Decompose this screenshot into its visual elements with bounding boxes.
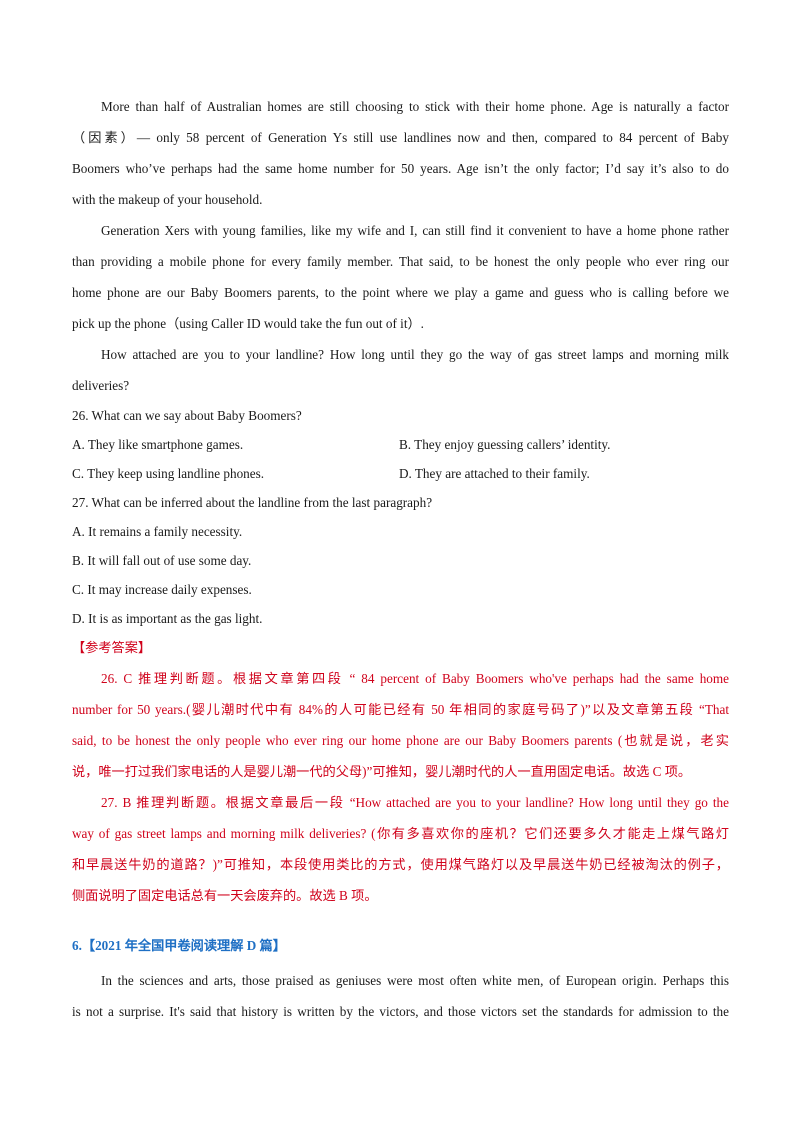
passage-paragraph-3: How attached are you to your landline? H…: [72, 339, 729, 401]
answer-line: number for 50 years.(婴儿潮时代中有 84%的人可能已经有 …: [72, 702, 729, 717]
option-row: C. They keep using landline phones. D. T…: [72, 459, 729, 488]
answer-line: 和早晨送牛奶的道路？)”可推知，本段使用类比的方式，使用煤气路灯以及早晨送牛奶已…: [72, 857, 729, 872]
answer-line: 26. C 推理判断题。根据文章第四段 “ 84 percent of Baby…: [101, 671, 729, 686]
document-page: More than half of Australian homes are s…: [72, 91, 729, 1027]
option-c: C. They keep using landline phones.: [72, 466, 265, 481]
text-line: Boomers who’ve perhaps had the same home…: [72, 161, 729, 176]
option-b: B. It will fall out of use some day.: [72, 553, 252, 568]
text-line: pick up the phone（using Caller ID would …: [72, 316, 424, 331]
text-line: is not a surprise. It's said that histor…: [72, 1004, 729, 1019]
question-stem: 26. What can we say about Baby Boomers?: [72, 408, 302, 423]
option-a: A. It remains a family necessity.: [72, 524, 243, 539]
option-row: A. They like smartphone games. B. They e…: [72, 430, 729, 459]
answer-line: 侧面说明了固定电话总有一天会废弃的。故选 B 项。: [72, 888, 378, 903]
text-line: （因素）— only 58 percent of Generation Ys s…: [72, 130, 729, 145]
text-line: How attached are you to your landline? H…: [101, 347, 729, 362]
option-c: C. It may increase daily expenses.: [72, 582, 252, 597]
text-line: with the makeup of your household.: [72, 192, 263, 207]
text-line: deliveries?: [72, 378, 130, 393]
answer-line: said, to be honest the only people who e…: [72, 733, 729, 748]
answer-line: way of gas street lamps and morning milk…: [72, 826, 729, 841]
answer-26: 26. C 推理判断题。根据文章第四段 “ 84 percent of Baby…: [72, 663, 729, 787]
passage2-paragraph-1: In the sciences and arts, those praised …: [72, 965, 729, 1027]
answer-line: 27. B 推理判断题。根据文章最后一段 “How attached are y…: [101, 795, 729, 810]
question-stem: 27. What can be inferred about the landl…: [72, 495, 433, 510]
text-line: Generation Xers with young families, lik…: [101, 223, 729, 238]
question-26: 26. What can we say about Baby Boomers? …: [72, 401, 729, 488]
answer-27: 27. B 推理判断题。根据文章最后一段 “How attached are y…: [72, 787, 729, 911]
passage-paragraph-1: More than half of Australian homes are s…: [72, 91, 729, 215]
text-line: than providing a mobile phone for every …: [72, 254, 729, 269]
option-a: A. They like smartphone games.: [72, 437, 244, 452]
answer-heading: 【参考答案】: [72, 640, 152, 655]
text-line: In the sciences and arts, those praised …: [101, 973, 729, 988]
option-d: D. It is as important as the gas light.: [72, 611, 263, 626]
passage-paragraph-2: Generation Xers with young families, lik…: [72, 215, 729, 339]
text-line: home phone are our Baby Boomers parents,…: [72, 285, 729, 300]
option-d: D. They are attached to their family.: [399, 466, 590, 481]
text-line: More than half of Australian homes are s…: [101, 99, 729, 114]
section-title: 6.【2021 年全国甲卷阅读理解 D 篇】: [72, 938, 286, 953]
answer-line: 说，唯一打过我们家电话的人是婴儿潮一代的父母)”可推知，婴儿潮时代的人一直用固定…: [72, 764, 692, 779]
option-b: B. They enjoy guessing callers’ identity…: [399, 437, 611, 452]
question-27: 27. What can be inferred about the landl…: [72, 488, 729, 633]
